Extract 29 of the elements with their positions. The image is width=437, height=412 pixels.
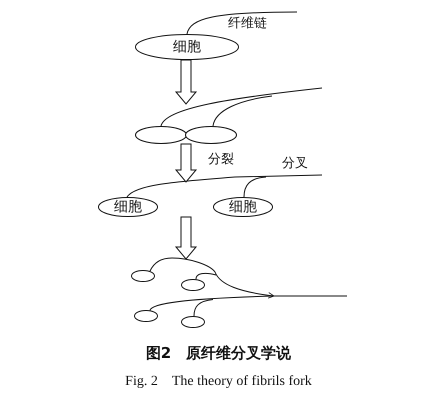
cell-label: 细胞 (229, 199, 257, 215)
fibril-line (150, 296, 348, 311)
cell-label: 细胞 (114, 199, 142, 215)
fibril-line (244, 176, 266, 198)
figure-caption: Fig. 2 The theory of fibrils fork (124, 373, 313, 390)
cell-ellipse (98, 197, 158, 217)
fibril-line (126, 174, 322, 198)
cell-ellipse (213, 197, 273, 217)
fibril-line (196, 272, 216, 280)
cell-ellipse (181, 279, 205, 291)
block-arrow (174, 216, 198, 260)
text-label: 分叉 (282, 156, 308, 171)
fibril-line (212, 96, 272, 127)
fibril-line (186, 12, 298, 34)
cell-ellipse (135, 126, 187, 144)
cell-ellipse (134, 310, 158, 322)
text-label: 纤维链 (228, 16, 267, 31)
edge-label: 分裂 (208, 152, 234, 167)
cell-ellipse (185, 126, 237, 144)
fibril-line (150, 258, 274, 298)
cell-ellipse (131, 270, 155, 282)
fibril-line (194, 299, 214, 317)
cell-label: 细胞 (173, 39, 201, 55)
figure-title: 图2 原纤维分叉学说 (144, 344, 292, 363)
cell-ellipse (135, 34, 239, 60)
fibril-line (160, 88, 322, 126)
block-arrow (174, 144, 198, 183)
block-arrow (174, 60, 198, 105)
cell-ellipse (181, 316, 205, 328)
